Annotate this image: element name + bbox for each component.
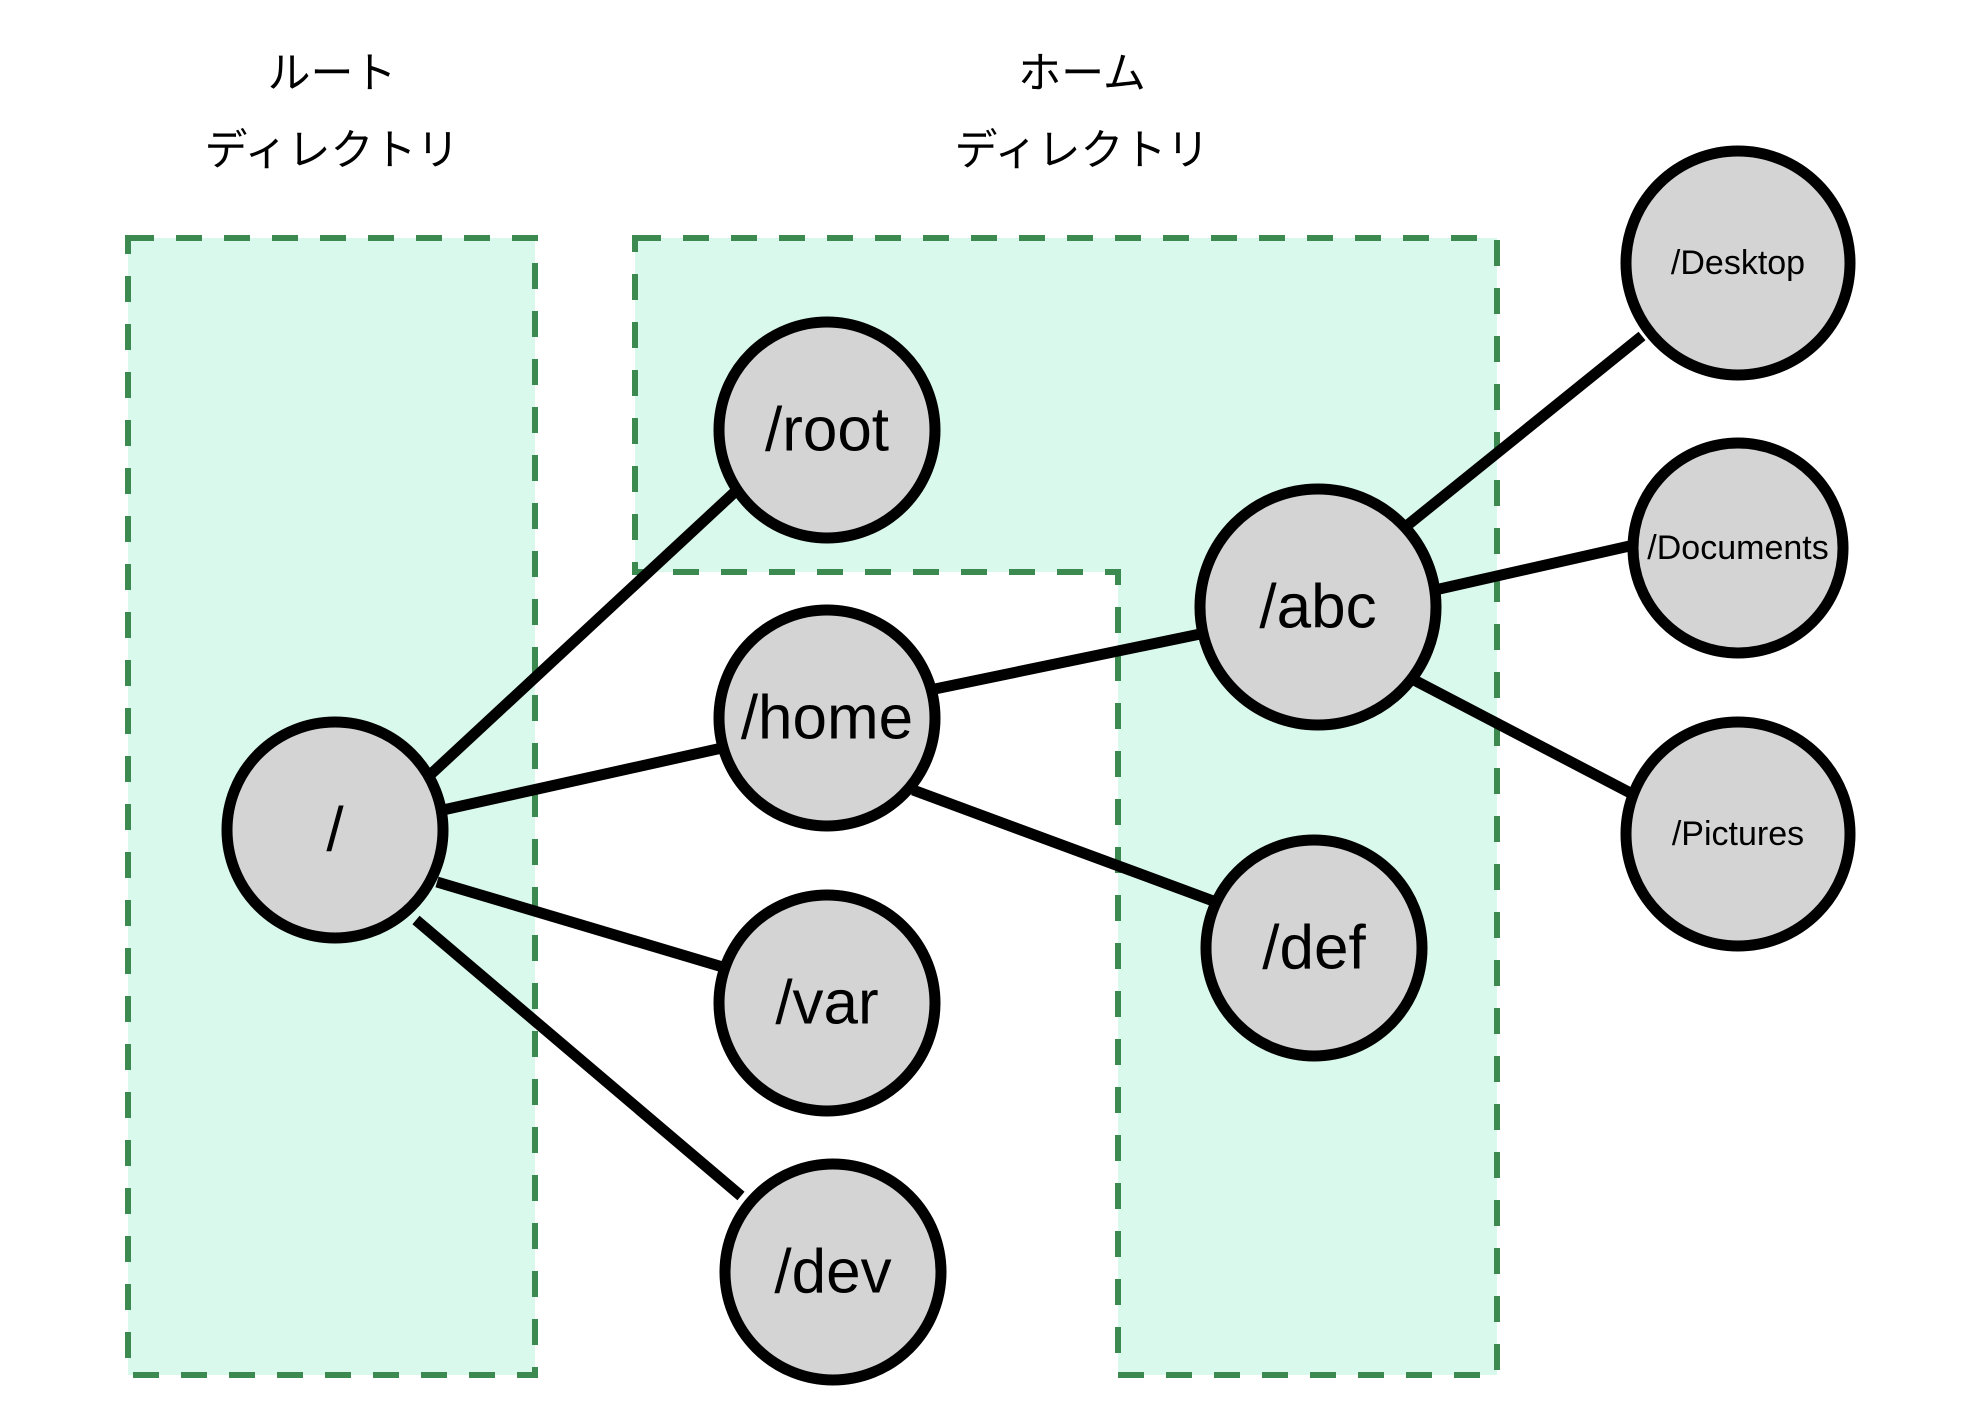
node-documents-label: /Documents <box>1647 529 1828 567</box>
edge-root-to-root <box>426 485 741 780</box>
node-home-circle[interactable] <box>713 604 941 832</box>
node-dev-circle[interactable] <box>719 1158 947 1386</box>
node-root-home[interactable]: /root <box>713 316 941 544</box>
node-desktop-label: /Desktop <box>1671 244 1805 282</box>
edge-root-to-dev <box>412 915 745 1201</box>
node-def-circle[interactable] <box>1200 834 1428 1062</box>
root-directory-caption-line1: ルート <box>268 50 397 98</box>
edge-group <box>412 331 1646 1201</box>
node-abc[interactable]: /abc <box>1194 483 1442 731</box>
node-abc-label: /abc <box>1259 573 1376 642</box>
edge-home-to-abc <box>928 627 1207 696</box>
node-def-label: /def <box>1262 914 1366 983</box>
node-home-label: /home <box>741 684 913 753</box>
node-dev[interactable]: /dev <box>719 1158 947 1386</box>
node-dev-label: /dev <box>774 1238 891 1307</box>
node-root-circle[interactable] <box>221 716 449 944</box>
node-root-home-label: /root <box>765 396 889 465</box>
node-pictures[interactable]: /Pictures <box>1620 716 1856 952</box>
root-directory-caption-line2: ディレクトリ <box>205 127 460 175</box>
edge-root-to-var <box>435 876 728 974</box>
node-documents[interactable]: /Documents <box>1627 437 1849 659</box>
home-directory-caption-line1: ホーム <box>1018 50 1146 98</box>
node-pictures-label: /Pictures <box>1672 815 1804 853</box>
node-pictures-circle[interactable] <box>1620 716 1856 952</box>
node-desktop[interactable]: /Desktop <box>1620 145 1856 381</box>
node-var[interactable]: /var <box>713 889 941 1117</box>
home-directory-caption-line2: ディレクトリ <box>955 127 1210 175</box>
region-caption-group: ルート ディレクトリ ホーム ディレクトリ <box>205 50 1210 175</box>
edge-abc-to-pictures <box>1411 675 1643 803</box>
node-var-circle[interactable] <box>713 889 941 1117</box>
node-group: / /root /home /var /dev /abc <box>221 145 1856 1386</box>
node-root-label: / <box>326 796 344 865</box>
edge-root-to-home <box>441 742 724 816</box>
edge-abc-to-documents <box>1433 539 1636 596</box>
node-documents-circle[interactable] <box>1627 437 1849 659</box>
node-abc-circle[interactable] <box>1194 483 1442 731</box>
node-var-label: /var <box>775 969 878 1038</box>
node-root[interactable]: / <box>221 716 449 944</box>
node-root-home-circle[interactable] <box>713 316 941 544</box>
node-def[interactable]: /def <box>1200 834 1428 1062</box>
node-home[interactable]: /home <box>713 604 941 832</box>
node-desktop-circle[interactable] <box>1620 145 1856 381</box>
edge-home-to-def <box>911 784 1226 911</box>
edge-abc-to-desktop <box>1400 331 1646 533</box>
